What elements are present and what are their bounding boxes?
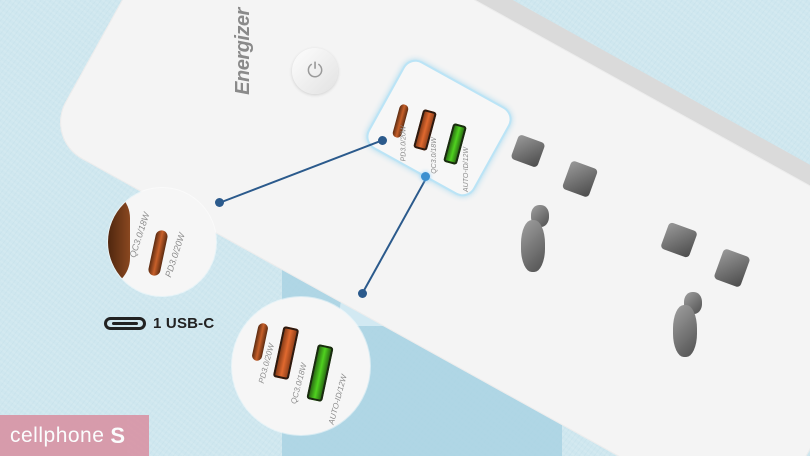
usb-c-count-label: 1 USB-C [153,315,215,332]
usb-c-icon [104,317,146,330]
callout-dot [377,135,387,145]
port-label: AUTO-ID/12W [326,373,349,426]
watermark-s-icon: S [110,422,126,448]
port-label: QC3.0/18W [289,362,309,405]
callout-dot [420,171,430,181]
brand-logo: Energizer [231,8,254,95]
callout-dot [357,288,367,298]
port-label: PD3.0/20W [400,125,408,162]
port-label: AUTO-ID/12W [463,147,470,192]
usb-c-legend: 1 USB-C [104,315,214,332]
callout-dot [214,197,224,207]
port-label: QC3.0/18W [430,137,438,174]
zoom-callout-usb-c: QC3.0/18W PD3.0/20W [108,188,216,296]
watermark-text: cellphone [10,423,105,447]
port-label: QC3.0/18W [127,211,152,259]
cellphones-watermark: cellphone S [0,415,149,456]
power-button[interactable]: ⏻ [292,48,338,94]
power-icon: ⏻ [307,59,323,82]
zoom-callout-usb-panel: PD3.0/20W QC3.0/18W AUTO-ID/12W [232,297,370,435]
